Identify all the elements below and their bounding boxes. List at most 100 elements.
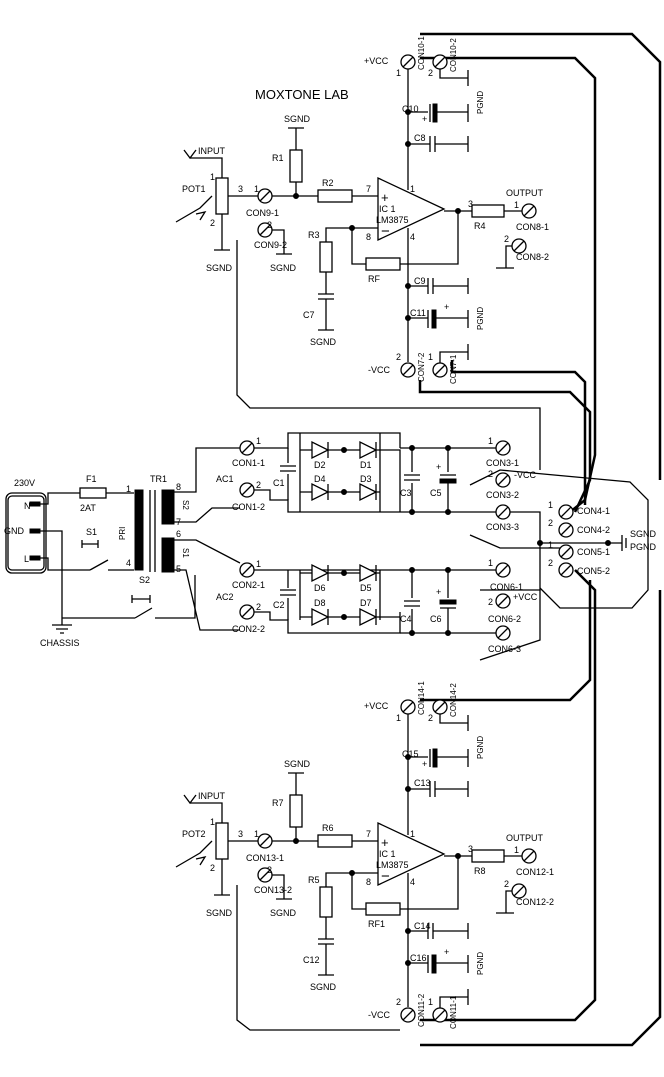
r3-label: R5 [308, 875, 320, 885]
fuse-symbol [79, 487, 107, 499]
svg-text:2: 2 [256, 480, 261, 490]
pin-gnd [29, 528, 41, 534]
sgnd-c-in: SGND [310, 982, 337, 992]
cap-a-label: C10 [402, 104, 419, 114]
sgnd-r1: SGND [284, 114, 311, 124]
svg-text:1: 1 [488, 558, 493, 568]
resistor-r2 [317, 189, 353, 203]
output-label: OUTPUT [506, 188, 544, 198]
pin-gnd-label: GND [4, 526, 25, 536]
c5-label: C5 [430, 488, 442, 498]
con2-1-label: CON2-1 [232, 580, 265, 590]
screw-terminal [239, 440, 255, 456]
screw-terminal [495, 472, 511, 488]
pin-n [29, 501, 41, 507]
resistor-r3 [319, 886, 333, 918]
svg-text:2: 2 [488, 597, 493, 607]
transformer-label: TR1 [150, 474, 167, 484]
resistor-r4 [471, 849, 505, 863]
r4-label: R4 [474, 221, 486, 231]
transformer-pin1: 1 [126, 484, 131, 494]
ic-part: LM3875 [376, 860, 409, 870]
svg-text:2: 2 [210, 218, 215, 228]
diode-d7 [359, 607, 378, 627]
screw-terminal [257, 833, 273, 849]
amp-neg-connector: -VCC 2 CON7-2 1 CON7-1 [368, 344, 469, 384]
primary-winding [134, 489, 144, 571]
pin-7: 7 [366, 829, 371, 839]
amp-ic: + − IC 1 LM3875 7 8 1 4 3 [366, 821, 473, 945]
svg-text:2: 2 [428, 713, 433, 723]
primary-label: PRI [118, 527, 127, 540]
d8-label: D8 [314, 598, 326, 608]
svg-text:1: 1 [428, 352, 433, 362]
c-in-label: C12 [303, 955, 320, 965]
r1-label: R1 [272, 153, 284, 163]
ground-symbol [621, 535, 627, 551]
sgnd-c-in: SGND [310, 337, 337, 347]
screw-terminal [558, 562, 574, 578]
con-out-1: CON12-1 [516, 867, 554, 877]
con-out-1: CON8-1 [516, 222, 549, 232]
transformer-core [149, 490, 156, 572]
amp-decoupling-pos: C15 + PGND C13 [402, 736, 485, 797]
cap-d-label: C11 [410, 308, 426, 318]
d2-label: D2 [314, 460, 326, 470]
screw-terminal [521, 203, 537, 219]
diode-d4 [311, 482, 330, 502]
amp-power-connector: +VCC 1 CON14-1 2 CON14-2 [364, 681, 469, 835]
secondary-1-label: S1 [181, 548, 190, 558]
d6-label: D6 [314, 583, 326, 593]
cap-b-label: C13 [414, 778, 431, 788]
resistor-r2 [317, 834, 353, 848]
amp-decoupling-neg: C14 C16 + PGND [405, 921, 485, 1007]
svg-text:1: 1 [256, 436, 261, 446]
screw-terminal [495, 562, 511, 578]
r2-label: R2 [322, 178, 334, 188]
transformer-pin6: 6 [176, 529, 181, 539]
svg-text:1: 1 [548, 500, 553, 510]
con-pwr-pos-1: CON10-1 [417, 36, 426, 70]
con1-1-label: CON1-1 [232, 458, 265, 468]
pgnd-label-top: PGND [476, 91, 485, 114]
svg-text:3: 3 [238, 184, 243, 194]
screw-terminal [400, 699, 416, 715]
screw-terminal [511, 238, 527, 254]
svg-text:+: + [381, 835, 389, 850]
c-in-label: C7 [303, 310, 315, 320]
screw-terminal [495, 593, 511, 609]
screw-terminal [432, 362, 448, 378]
svg-text:1: 1 [514, 200, 519, 210]
pot-label: POT1 [182, 184, 206, 194]
screw-terminal [432, 699, 448, 715]
central-pgnd-label: PGND [630, 542, 657, 552]
secondary-2-label: S2 [181, 500, 190, 510]
screw-terminal [495, 504, 511, 520]
pin-1: 1 [410, 829, 415, 839]
svg-text:+: + [436, 587, 441, 597]
svg-text:+: + [444, 302, 449, 312]
rf-label: RF1 [368, 919, 385, 929]
con-in-2: CON13-2 [254, 885, 292, 895]
transformer-pin5: 5 [176, 564, 181, 574]
con-pwr-neg-2: CON7-2 [417, 352, 426, 382]
resistor-r1 [289, 149, 303, 183]
con-out-2: CON8-2 [516, 252, 549, 262]
svg-text:+: + [422, 114, 427, 124]
switch-s1-label: S1 [86, 527, 97, 537]
screw-terminal [400, 54, 416, 70]
pin-8: 8 [366, 877, 371, 887]
pin-l-label: L [24, 554, 29, 564]
screw-terminal [558, 544, 574, 560]
opamp-symbol [377, 821, 446, 887]
con-pwr-pos-1: CON14-1 [417, 681, 426, 715]
amp-feedback: RF R3 C7 SGND [303, 211, 459, 347]
ac1-label: AC1 [216, 474, 234, 484]
svg-text:+: + [381, 190, 389, 205]
pgnd-label-bottom: PGND [476, 307, 485, 330]
amp-decoupling-pos: C10 + PGND C8 [402, 91, 485, 152]
pin-l [29, 555, 41, 561]
chassis-ground-symbol [52, 624, 72, 634]
screw-terminal [432, 1007, 448, 1023]
svg-text:+: + [444, 947, 449, 957]
